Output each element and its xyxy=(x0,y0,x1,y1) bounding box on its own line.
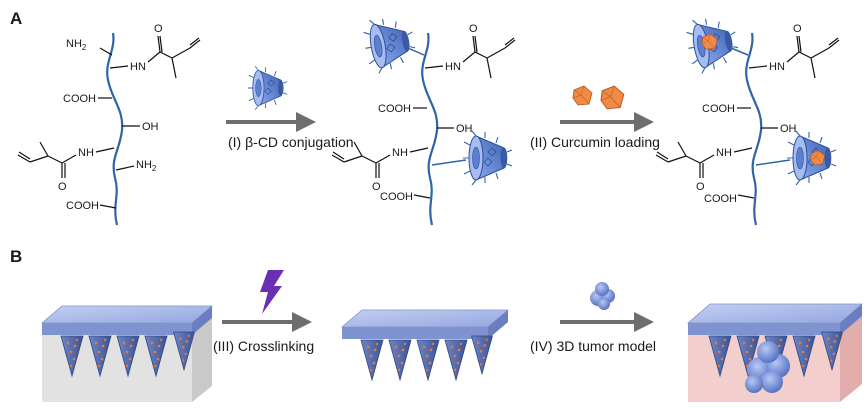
cooh-label-3: COOH xyxy=(378,103,411,115)
polymer-chain-1: NH2 HN O COOH OH NH O NH2 COOH xyxy=(17,23,201,226)
arrow-step-2: (II) Curcumin loading xyxy=(530,85,660,150)
cyclodextrin-icon-2 xyxy=(462,130,513,186)
cyclodextrin-icon xyxy=(247,65,288,111)
hn-label-2: HN xyxy=(445,61,461,73)
hn-label-1: HN xyxy=(130,61,146,73)
oxygen-label-2: O xyxy=(58,181,67,193)
nh-label-1: NH xyxy=(78,147,94,159)
step-3-label: (III) Crosslinking xyxy=(213,338,314,354)
nh2-label-1: NH2 xyxy=(66,38,87,52)
arrow-step-1: (I) β-CD conjugation xyxy=(226,65,354,150)
microneedle-patch-in-tumor-model xyxy=(686,303,864,402)
step-1-label: (I) β-CD conjugation xyxy=(228,134,354,150)
oxygen-label-3: O xyxy=(469,23,478,35)
curcumin-icon-1 xyxy=(572,85,593,106)
microneedle-patch xyxy=(340,309,510,381)
polymer-chain-3: HN O COOH OH NH O COOH xyxy=(655,12,840,226)
panel-b-label: B xyxy=(10,247,22,266)
oxygen-label-5: O xyxy=(793,23,802,35)
cyclodextrin-icon-1 xyxy=(360,12,419,76)
cooh-label-4: COOH xyxy=(380,191,413,203)
tumor-spheroid-icon xyxy=(590,282,615,310)
panel-a-label: A xyxy=(10,9,22,28)
hn-label-3: HN xyxy=(769,61,785,73)
polymer-chain-2: HN O COOH OH NH O COOH xyxy=(331,12,516,226)
step-4-label: (IV) 3D tumor model xyxy=(530,338,656,354)
oh-label-1: OH xyxy=(142,121,159,133)
nh-label-2: NH xyxy=(392,147,408,159)
cooh-label-6: COOH xyxy=(704,193,737,205)
cooh-label-5: COOH xyxy=(702,103,735,115)
lightning-icon xyxy=(260,270,284,314)
oxygen-label-1: O xyxy=(154,23,163,35)
curcumin-icon-2 xyxy=(600,85,625,110)
oxygen-label-6: O xyxy=(696,181,705,193)
arrow-step-4: (IV) 3D tumor model xyxy=(530,282,656,354)
cooh-label-2: COOH xyxy=(66,200,99,212)
nh2-label-2: NH2 xyxy=(136,159,157,173)
cooh-label-1: COOH xyxy=(63,93,96,105)
oh-label-3: OH xyxy=(780,123,797,135)
nh-label-3: NH xyxy=(716,147,732,159)
oxygen-label-4: O xyxy=(372,181,381,193)
tumor-spheroid xyxy=(745,341,790,393)
microneedle-patch-on-gel xyxy=(40,305,214,402)
oh-label-2: OH xyxy=(456,123,473,135)
step-2-label: (II) Curcumin loading xyxy=(530,134,660,150)
arrow-step-3: (III) Crosslinking xyxy=(213,270,314,354)
